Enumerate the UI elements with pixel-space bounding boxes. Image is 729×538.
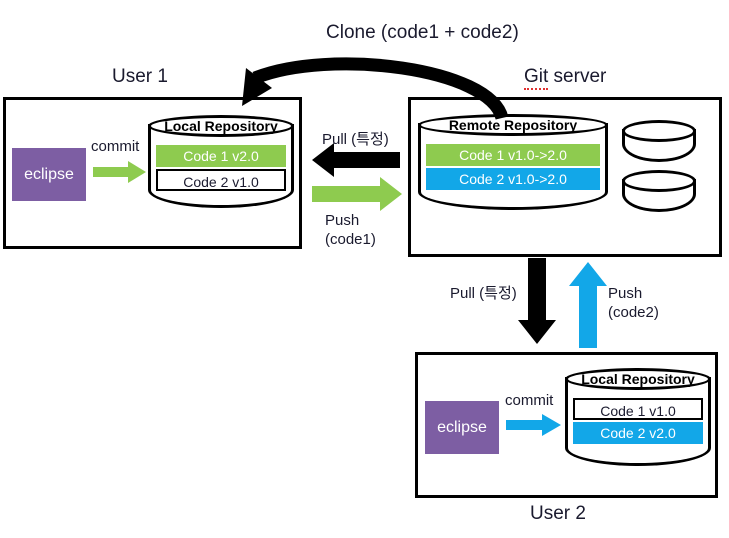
user2-repo-label: Local Repository <box>581 371 695 387</box>
gitserver-panel <box>408 97 722 257</box>
user1-repo-label: Local Repository <box>164 118 278 134</box>
cylinder-body <box>418 123 608 210</box>
code-item: Code 2 v1.0 <box>156 169 286 191</box>
gitserver-title-word-git: Git <box>524 66 549 90</box>
user1-commit-label: commit <box>91 138 140 155</box>
code-item: Code 1 v1.0->2.0 <box>426 144 600 166</box>
code-item: Code 1 v1.0 <box>573 398 703 420</box>
remote-repo-label: Remote Repository <box>448 117 578 133</box>
cylinder-body <box>565 377 711 466</box>
cylinder-top <box>622 170 696 192</box>
code-item: Code 2 v2.0 <box>573 422 703 444</box>
cylinder-top <box>148 115 294 137</box>
push-bottom-arrow-icon <box>569 262 607 348</box>
user1-code-list: Code 1 v2.0 Code 2 v1.0 <box>156 145 286 193</box>
push-bottom-label-line1: Push <box>608 285 643 302</box>
clone-label: Clone (code1 + code2) <box>326 22 519 43</box>
push-top-label-line1: Push <box>325 212 360 229</box>
cylinder-top <box>565 368 711 390</box>
pull-bottom-label: Pull (특정) <box>450 285 517 302</box>
code-item: Code 1 v2.0 <box>156 145 286 167</box>
push-top-arrow-icon <box>312 177 402 211</box>
push-bottom-label: Push (code2) <box>608 284 659 322</box>
gitserver-extra-cylinder-1 <box>622 120 696 162</box>
push-top-label-line2: (code1) <box>325 231 376 248</box>
pull-bottom-arrow-icon <box>518 258 556 344</box>
gitserver-title: Git server <box>524 66 607 90</box>
user2-code-list: Code 1 v1.0 Code 2 v2.0 <box>573 398 703 446</box>
remote-repository: Remote Repository Code 1 v1.0->2.0 Code … <box>418 114 608 210</box>
user2-panel <box>415 352 718 498</box>
gitserver-extra-cylinder-2 <box>622 170 696 212</box>
gitserver-title-word-server: server <box>548 66 607 87</box>
code-item: Code 2 v1.0->2.0 <box>426 168 600 190</box>
user2-commit-label: commit <box>505 392 554 409</box>
user1-panel <box>3 97 302 249</box>
remote-code-list: Code 1 v1.0->2.0 Code 2 v1.0->2.0 <box>426 144 600 192</box>
user1-eclipse-box[interactable]: eclipse <box>12 148 86 201</box>
push-top-label: Push (code1) <box>325 211 376 249</box>
user2-local-repository: Local Repository Code 1 v1.0 Code 2 v2.0 <box>565 368 711 466</box>
cylinder-top <box>622 120 696 142</box>
push-bottom-label-line2: (code2) <box>608 304 659 321</box>
user1-title: User 1 <box>112 66 168 87</box>
user1-local-repository: Local Repository Code 1 v2.0 Code 2 v1.0 <box>148 115 294 208</box>
pull-top-label: Pull (특정) <box>322 131 389 148</box>
user2-title: User 2 <box>530 503 586 524</box>
user2-eclipse-box[interactable]: eclipse <box>425 401 499 454</box>
